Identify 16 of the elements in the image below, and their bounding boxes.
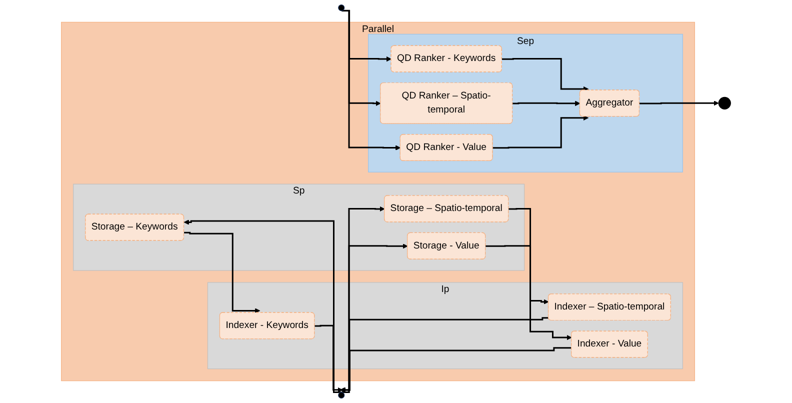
arrow <box>502 58 589 92</box>
arrow <box>342 10 401 150</box>
arrow <box>184 232 260 314</box>
arrow <box>640 100 719 106</box>
arrow <box>340 317 549 393</box>
node-circle <box>338 392 345 398</box>
arrow <box>184 220 342 393</box>
arrow <box>508 208 549 304</box>
arrow <box>340 347 572 393</box>
arrow <box>512 100 580 106</box>
arrow <box>342 244 408 393</box>
arrow <box>486 245 572 340</box>
node-circle <box>338 4 345 12</box>
node-circle <box>718 96 731 110</box>
arrow <box>492 115 589 149</box>
arrow <box>314 324 343 393</box>
